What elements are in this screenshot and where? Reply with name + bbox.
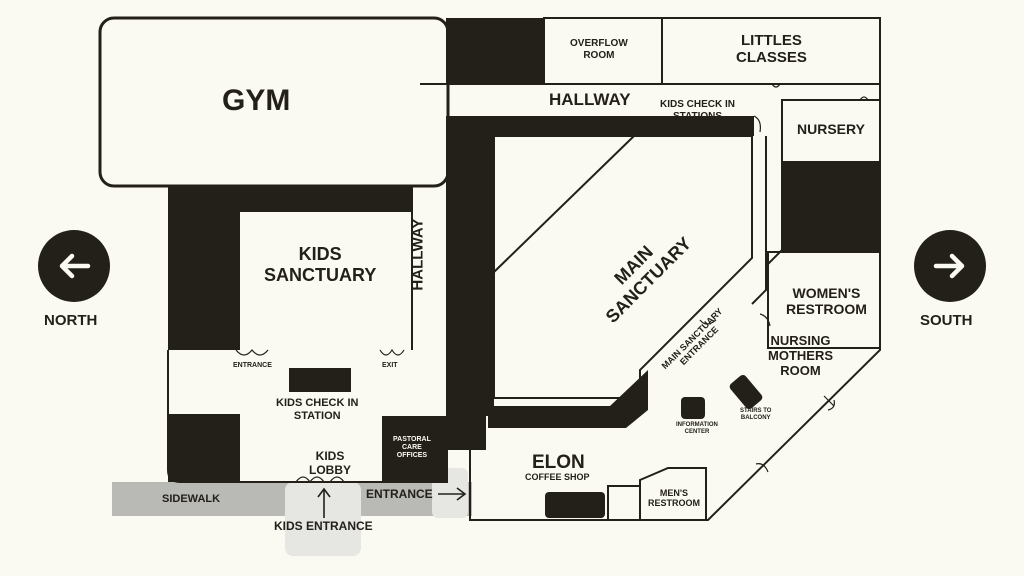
kids-check-in-station-label: KIDS CHECK IN STATION — [276, 397, 359, 422]
kids-exit-door-label: EXIT — [382, 362, 398, 369]
pastoral-care-offices-label: PASTORAL CARE OFFICES — [393, 436, 431, 460]
mens-restroom-room — [639, 467, 707, 521]
door-swings — [235, 83, 869, 484]
elon-coffee-shop-wall — [607, 485, 641, 520]
south-label: SOUTH — [920, 312, 973, 329]
nursery-label: NURSERY — [797, 121, 865, 137]
information-center-desk — [681, 397, 705, 419]
storage-block — [446, 18, 544, 84]
kids-lobby-label: KIDS LOBBY — [309, 449, 351, 477]
kids-sanctuary-room — [240, 212, 412, 350]
kids-entrance-door-label: ENTRANCE — [233, 362, 272, 369]
north-label: NORTH — [44, 312, 98, 329]
sanctuary-diagonal — [493, 135, 635, 273]
nursery-dark-block — [782, 162, 880, 252]
lobby-inner-wall — [751, 136, 767, 305]
mens-restroom-label: MEN'S RESTROOM — [648, 488, 701, 509]
sidewalk-label: SIDEWALK — [162, 493, 221, 505]
kids-check-in-desk — [289, 368, 351, 392]
south-nav-button[interactable] — [914, 230, 986, 302]
nursing-mothers-room-label: NURSING MOTHERS ROOM — [768, 333, 833, 378]
coffee-shop-counter — [545, 492, 605, 518]
hallway-top-label: HALLWAY — [549, 90, 631, 109]
kids-entrance-pad — [285, 482, 361, 556]
pastoral-care-offices-room — [382, 416, 448, 482]
main-entrance-arrow — [438, 487, 467, 501]
information-center-label: INFORMATION CENTER — [676, 422, 718, 435]
sanctuary-stage-wall — [488, 370, 648, 428]
stairs-to-balcony — [729, 374, 763, 410]
hallway-vertical-label: HALLWAY — [409, 218, 427, 291]
arrow-right-icon — [930, 246, 970, 286]
north-nav-button[interactable] — [38, 230, 110, 302]
inner-hall-wall — [767, 100, 783, 318]
hallway-vertical-wall — [446, 116, 494, 416]
gym-label: GYM — [222, 84, 291, 117]
hallway-top-wall-block — [446, 116, 754, 136]
kids-wing-outline — [190, 185, 413, 350]
overflow-room-label: OVERFLOW ROOM — [570, 38, 628, 61]
kids-entrance-label: KIDS ENTRANCE — [274, 519, 373, 533]
kids-corner-rounded — [168, 186, 200, 230]
kids-entrance-arrow — [317, 487, 331, 518]
main-sanctuary-room — [493, 135, 753, 399]
hallway-lower-block — [446, 398, 486, 450]
kids-corner-block — [168, 414, 240, 482]
littles-classes-room — [661, 17, 881, 85]
east-outer-wall — [469, 18, 881, 521]
coffee-shop-label: COFFEE SHOP — [525, 472, 590, 482]
womens-restroom-label: WOMEN'S RESTROOM — [786, 285, 867, 318]
main-entrance-label: ENTRANCE — [366, 487, 433, 501]
arrow-left-icon — [54, 246, 94, 286]
kids-check-in-stations-label: KIDS CHECK IN STATIONS — [660, 99, 736, 122]
stairs-to-balcony-label: STAIRS TO BALCONY — [740, 408, 772, 421]
littles-classes-label: LITTLES CLASSES — [736, 32, 807, 67]
kids-sanctuary-label: KIDS SANCTUARY — [264, 244, 377, 285]
elon-label: ELON — [532, 452, 585, 473]
